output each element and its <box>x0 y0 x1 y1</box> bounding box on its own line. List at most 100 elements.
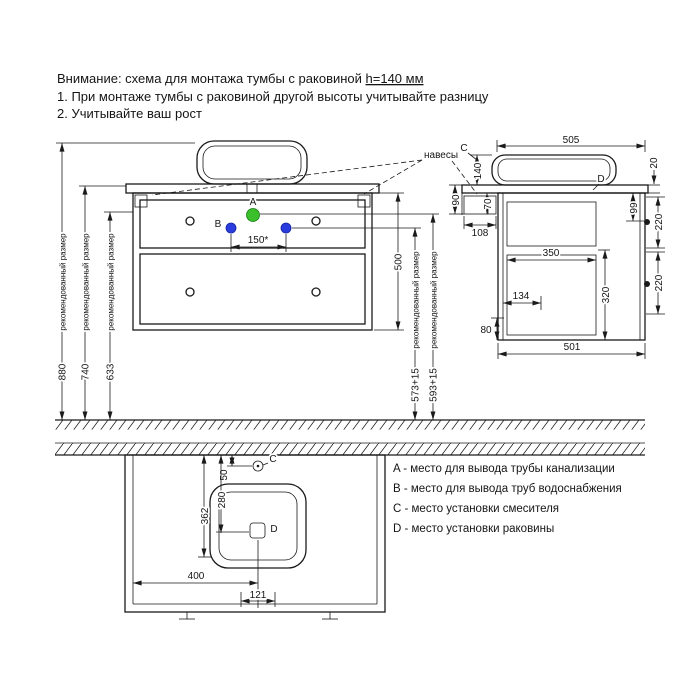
dim-400: 400 <box>132 540 259 608</box>
attention-height-underlined: h=140 мм <box>366 71 424 86</box>
dim-80: 80 <box>479 317 504 340</box>
dim-90-label: 90 <box>451 194 462 206</box>
lower-drawer-front <box>139 253 366 325</box>
drain-plan <box>249 522 266 539</box>
side-view: C D 140 505 20 90 70 <box>449 133 667 359</box>
point-a-label: A <box>250 197 257 208</box>
dim-505-label: 505 <box>563 135 580 146</box>
dim-70: 70 <box>481 192 496 214</box>
point-c-label-side: C <box>460 143 467 154</box>
point-d-label-plan: D <box>270 524 277 535</box>
dim-400-label: 400 <box>188 571 205 582</box>
washbasin-rim-side <box>497 158 611 182</box>
water-point-icon <box>280 222 292 234</box>
dim-500-label: 500 <box>394 253 405 270</box>
point-c-label-plan: C <box>269 454 276 465</box>
dim-280-label: 280 <box>217 491 228 508</box>
washbasin-front <box>196 140 308 185</box>
note-1: 1. При монтаже тумбы с раковиной другой … <box>57 89 489 104</box>
water-point-icon <box>225 222 237 234</box>
drawer-knob-side <box>644 219 650 225</box>
point-a-drain-marker: A <box>246 195 260 222</box>
dim-counter-depth-505: 505 <box>496 133 646 152</box>
washbasin-rim <box>202 145 302 180</box>
dim-320-label: 320 <box>601 286 612 303</box>
drawer-knob <box>311 216 321 226</box>
header-note: Внимание: схема для монтажа тумбы с рако… <box>57 71 489 121</box>
dim-350-label: 350 <box>543 248 560 259</box>
recommended-size-label: рекомендованный размер <box>430 251 439 349</box>
dim-880-label: 880 <box>58 363 69 380</box>
wall-hinge-bracket <box>463 195 497 215</box>
point-b-label: B <box>215 219 222 230</box>
drain-point-icon <box>246 208 260 222</box>
cabinet-front <box>132 192 373 331</box>
recommended-size-label: рекомендованный размер <box>59 233 68 331</box>
mixer-center-dot <box>256 464 260 468</box>
hinges-label: навесы <box>424 150 458 161</box>
dim-sink-height-140: 140 <box>470 154 492 185</box>
dim-134-label: 134 <box>513 291 530 302</box>
hinge-bracket-right <box>357 194 371 208</box>
recommended-size-label: рекомендованный размер <box>107 233 116 331</box>
point-b-water-markers: B <box>213 217 292 234</box>
dim-220-bottom-label: 220 <box>654 274 665 291</box>
recommended-size-label: рекомендованный размер <box>82 233 91 331</box>
dim-108: 108 <box>463 216 497 241</box>
hinges-callout: навесы <box>151 148 478 196</box>
dim-cabinet-height-500: 500 <box>374 192 406 331</box>
dim-140-label: 140 <box>473 162 484 179</box>
dim-593-label: 593+15 <box>429 368 440 402</box>
legend-item-b: B - место для вывода труб водоснабжения <box>393 483 622 495</box>
dim-99-label: 99 <box>629 202 640 214</box>
plan-view: C D 50 362 280 400 121 <box>124 452 386 620</box>
dim-counter-thickness-20: 20 <box>647 155 662 194</box>
point-c-plan-marker: C <box>252 452 278 472</box>
dim-121-label: 121 <box>250 590 267 601</box>
legend-item-a: A - место для вывода трубы канализации <box>393 463 615 475</box>
mounting-feet-marks <box>179 612 338 620</box>
floor-line <box>55 419 645 430</box>
upper-drawer-side <box>506 201 597 247</box>
legend-item-c: C - место установки смесителя <box>393 503 559 515</box>
front-view: A B 150* 880 рекомендованный размер 740 … <box>56 140 478 420</box>
dim-633-label: 633 <box>106 363 117 380</box>
washbasin-side <box>491 154 617 186</box>
dim-overall-height-880: 880 рекомендованный размер <box>56 142 195 420</box>
hinge-bracket-left <box>134 194 148 208</box>
legend: A - место для вывода трубы канализации B… <box>393 463 622 535</box>
note-2: 2. Учитывайте ваш рост <box>57 106 202 121</box>
dim-99: 99 <box>626 192 644 222</box>
dim-362-label: 362 <box>200 507 211 524</box>
dim-220-bottom: 220 <box>646 251 667 315</box>
drawer-knob-side <box>644 281 650 287</box>
dim-20-label: 20 <box>649 157 660 169</box>
dim-220-top-label: 220 <box>654 213 665 230</box>
dim-90: 90 <box>449 184 464 215</box>
dim-573: 573+15 рекомендованный размер <box>292 227 423 420</box>
dim-121: 121 <box>240 588 276 607</box>
mixer-position-icon <box>252 460 264 472</box>
drawer-knob <box>311 287 321 297</box>
dim-633: 633 рекомендованный размер <box>104 211 133 420</box>
dim-573-label: 573+15 <box>411 368 422 402</box>
cabinet-side <box>497 192 646 341</box>
dim-501-label: 501 <box>564 342 581 353</box>
cabinet-plan <box>124 454 386 613</box>
dim-320: 320 <box>598 249 614 340</box>
dim-108-label: 108 <box>472 228 489 239</box>
countertop-front <box>125 183 380 194</box>
dim-50: 50 <box>217 454 252 482</box>
dim-280: 280 <box>215 454 249 533</box>
dim-cabinet-depth-501: 501 <box>497 340 646 359</box>
recommended-size-label: рекомендованный размер <box>412 251 421 349</box>
drawer-knob <box>185 287 195 297</box>
dim-water-spacing: 150* <box>230 233 287 252</box>
dim-counter-height-740: 740 рекомендованный размер <box>79 185 126 420</box>
attention-prefix: Внимание: схема для монтажа тумбы с рако… <box>57 71 366 86</box>
wall-section <box>55 442 645 456</box>
dim-150-label: 150* <box>248 235 269 246</box>
dim-593: 593+15 рекомендованный размер <box>260 213 441 420</box>
attention-line: Внимание: схема для монтажа тумбы с рако… <box>57 71 424 86</box>
